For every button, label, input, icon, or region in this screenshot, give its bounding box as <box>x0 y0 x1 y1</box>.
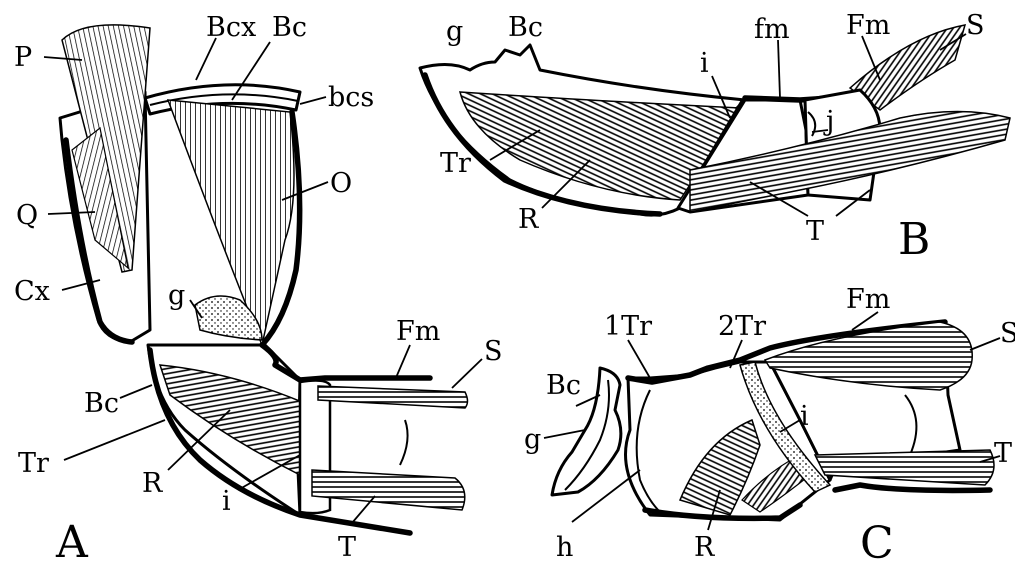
label-b-r: R <box>518 204 539 235</box>
leader-fm-a <box>395 345 410 380</box>
label-b-fm: Fm <box>846 10 890 41</box>
muscle-t-c <box>815 450 994 485</box>
leader-bcx <box>196 38 216 80</box>
label-c-i: i <box>800 401 809 432</box>
label-c-t: T <box>994 438 1012 469</box>
label-a-tr: Tr <box>18 448 49 479</box>
muscle-s-a <box>318 386 468 408</box>
panel-letter-b: B <box>898 214 930 265</box>
muscle-t-a <box>312 470 465 510</box>
panel-c-drawing <box>544 312 1000 530</box>
label-a-o: O <box>330 168 352 199</box>
label-a-s: S <box>484 336 503 367</box>
leader-s-c <box>970 338 1000 350</box>
label-c-tr1: 1Tr <box>604 311 652 342</box>
leader-bcs <box>300 97 326 104</box>
label-a-cx: Cx <box>14 276 50 307</box>
label-b-bc: Bc <box>508 12 543 43</box>
label-a-bc-top: Bc <box>272 12 307 43</box>
label-b-tr: Tr <box>440 148 471 179</box>
tendon-i-a <box>400 420 408 465</box>
label-a-g: g <box>168 280 185 311</box>
label-a-bcs: bcs <box>328 82 374 113</box>
panel-a-drawing <box>44 25 482 533</box>
panel-letter-a: A <box>55 517 89 567</box>
label-b-i: i <box>700 48 709 79</box>
label-c-bc: Bc <box>546 370 581 401</box>
label-a-i: i <box>222 486 231 517</box>
label-c-fm: Fm <box>846 284 890 315</box>
label-b-fm-small: fm <box>754 14 790 45</box>
leader-tr-a <box>64 420 165 460</box>
leader-fm-small-b <box>778 40 780 98</box>
label-b-s: S <box>966 10 985 41</box>
label-a-q: Q <box>16 200 38 231</box>
panel-letter-c: C <box>860 518 894 567</box>
label-a-bc: Bc <box>84 388 119 419</box>
label-a-p: P <box>14 42 32 73</box>
label-c-g: g <box>524 424 541 455</box>
label-b-t: T <box>806 216 824 247</box>
tibia-c-bottom <box>835 485 990 490</box>
label-b-g: g <box>446 16 463 47</box>
trochanter-a-top-edge <box>262 345 430 380</box>
label-a-t: T <box>338 532 356 563</box>
label-c-h: h <box>556 532 573 563</box>
label-a-r: R <box>142 468 163 499</box>
label-c-r: R <box>694 532 715 563</box>
label-a-bcx: Bcx <box>206 12 256 43</box>
leader-s-a <box>452 359 482 388</box>
label-c-tr2: 2Tr <box>718 311 766 342</box>
leader-bc-a <box>120 385 152 398</box>
panel-b-drawing <box>420 25 1010 216</box>
leader-tr1-c <box>628 340 650 378</box>
label-a-fm: Fm <box>396 316 440 347</box>
label-c-s: S <box>1000 318 1015 349</box>
leader-g-c <box>544 430 585 438</box>
